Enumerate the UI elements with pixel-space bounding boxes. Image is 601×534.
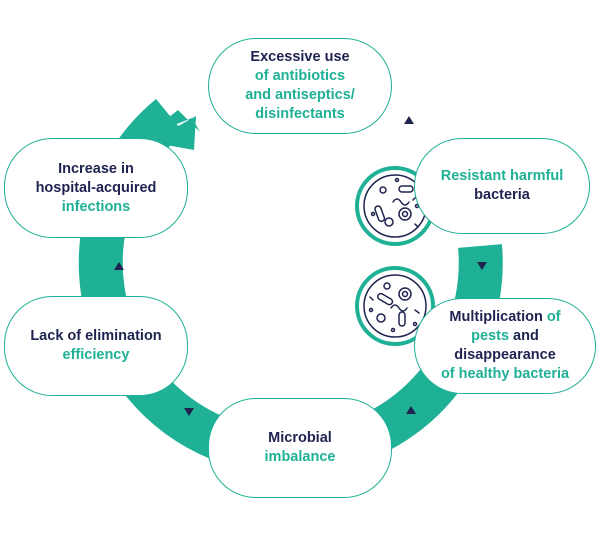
- node-text-line: Increase in: [58, 160, 134, 177]
- node-text-line: imbalance: [264, 449, 336, 465]
- node-text-part: of: [546, 309, 561, 325]
- node-lack-of-elimination: Lack of elimination efficiency: [4, 296, 188, 396]
- direction-arrow-bottom-left: [184, 408, 194, 416]
- node-text-part: and disappearance: [454, 328, 556, 363]
- node-text-line: Microbial: [268, 430, 332, 446]
- node-resistant-bacteria-text: Resistant harmful bacteria: [441, 167, 563, 205]
- node-text-line: infections: [61, 198, 131, 215]
- node-text-line: disinfectants: [255, 106, 345, 122]
- node-text-line: and antiseptics/: [245, 87, 355, 103]
- node-multiplication: Multiplication of pests and disappearanc…: [414, 298, 596, 394]
- cycle-ring-arrowhead: [142, 110, 207, 138]
- node-text-part: Multiplication: [449, 309, 547, 325]
- node-text-line: of antibiotics: [254, 68, 346, 84]
- node-text-line: efficiency: [62, 347, 130, 363]
- node-text-line: bacteria: [474, 187, 530, 203]
- node-text-line: Lack of elimination: [30, 328, 162, 344]
- node-text-line: Excessive use: [250, 49, 350, 65]
- node-hospital-infections: Increase in hospital-acquired infections: [4, 138, 188, 238]
- bacteria-icon: [355, 266, 435, 346]
- node-microbial-imbalance-text: Microbial imbalance: [265, 429, 336, 467]
- node-microbial-imbalance: Microbial imbalance: [208, 398, 392, 498]
- node-text-line: of healthy bacteria: [440, 366, 570, 382]
- node-excessive-use-text: Excessive use of antibiotics and antisep…: [245, 48, 355, 124]
- direction-arrow-left: [114, 262, 124, 270]
- direction-arrow-bottom-right: [406, 406, 416, 414]
- node-text-line: pests and disappearance: [421, 327, 589, 365]
- node-text-line: Multiplication of: [421, 308, 589, 327]
- node-text-line: hospital-acquired: [35, 179, 157, 196]
- node-multiplication-text: Multiplication of pests and disappearanc…: [421, 308, 589, 384]
- node-text-line: Resistant harmful: [440, 168, 564, 184]
- cycle-ring-arrow-tip: [150, 116, 196, 150]
- direction-arrow-top-right: [404, 116, 414, 124]
- node-resistant-bacteria: Resistant harmful bacteria: [414, 138, 590, 234]
- node-excessive-use: Excessive use of antibiotics and antisep…: [208, 38, 392, 134]
- node-hospital-infections-text: Increase in hospital-acquired infections: [36, 160, 157, 217]
- node-lack-of-elimination-text: Lack of elimination efficiency: [30, 327, 161, 365]
- node-text-part: pests: [471, 328, 510, 344]
- direction-arrow-right: [477, 262, 487, 270]
